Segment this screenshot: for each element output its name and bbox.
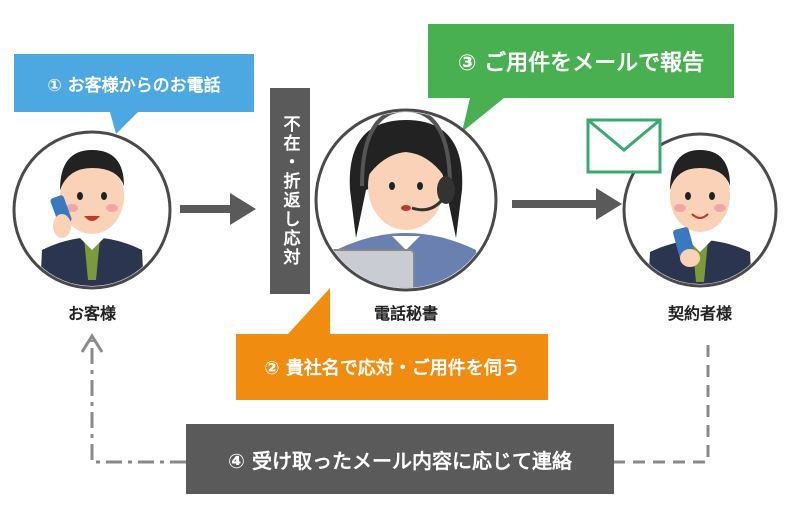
- arrow-customer-to-secretary: [180, 193, 256, 225]
- status-box: 不在・折返し応対: [270, 88, 310, 294]
- report-bubble: ③ ご用件をメールで報告: [428, 24, 734, 98]
- customer-figure: [40, 150, 144, 286]
- respond-bubble-tail: [288, 288, 330, 334]
- respond-bubble: ② 貴社名で応対・ご用件を伺う: [236, 334, 548, 400]
- secretary-label: 電話秘書: [373, 304, 438, 323]
- report-bubble-tail: [462, 98, 504, 132]
- headset-icon: [360, 112, 455, 212]
- call-bubble-tail: [110, 112, 138, 134]
- contractor-label: 契約者様: [667, 304, 732, 323]
- arrow-secretary-to-contractor: [512, 188, 622, 220]
- return-connector: [80, 333, 710, 464]
- customer-label: お客様: [67, 304, 116, 323]
- secretary-figure: [329, 112, 480, 288]
- envelope-icon: [586, 118, 662, 174]
- contractor-figure: [648, 150, 752, 284]
- contact-bubble: ④ 受け取ったメール内容に応じて連絡: [186, 424, 614, 494]
- call-bubble: ① お客様からのお電話: [14, 54, 254, 112]
